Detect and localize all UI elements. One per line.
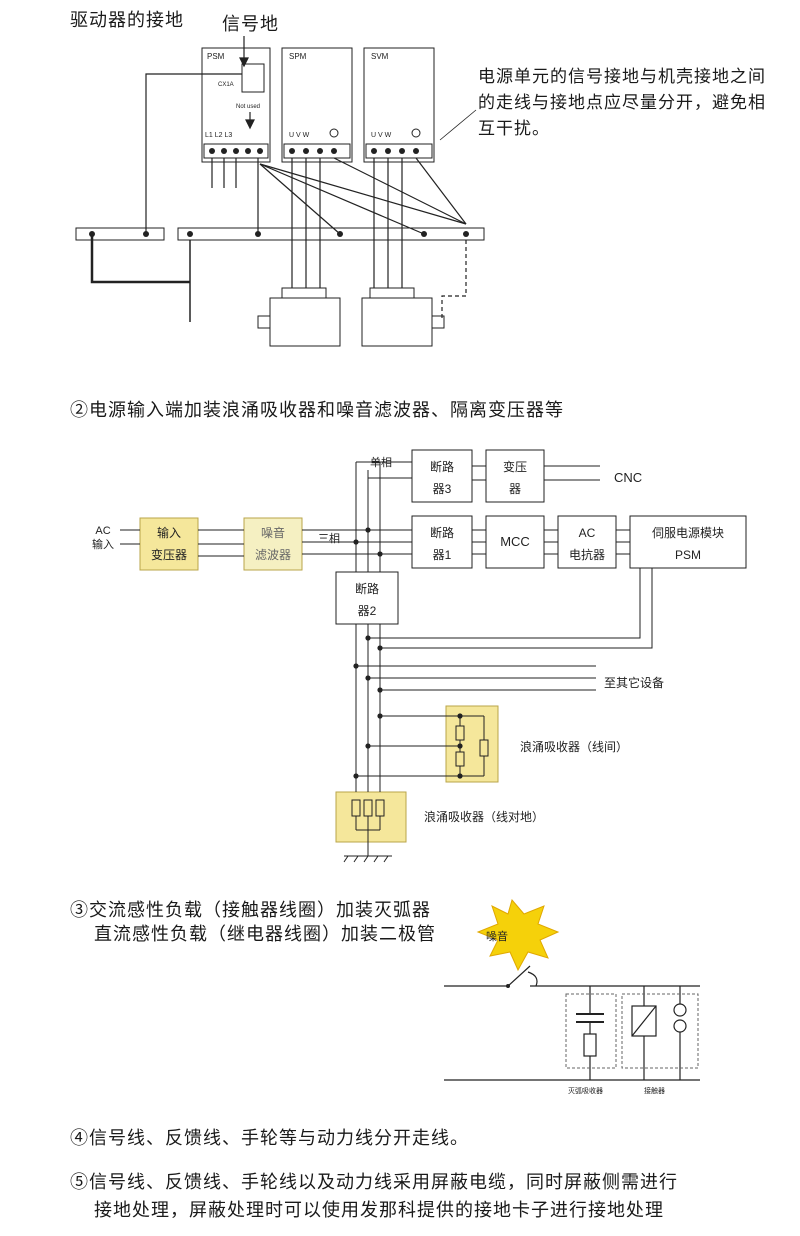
noise-filter-label: 噪音滤波器 (254, 526, 291, 562)
breaker3-label: 断路器3 (429, 460, 454, 496)
fig1-note: 电源单元的信号接地与机壳接地之间的走线与接地点应尽量分开，避免相互干扰。 (478, 67, 766, 139)
fig2-heading: ②电源输入端加装浪涌吸收器和噪音滤波器、隔离变压器等 (70, 400, 564, 421)
single-phase-label: 单相 (370, 457, 392, 469)
noise-star-icon (476, 898, 560, 972)
item5-line1: ⑤信号线、反馈线、手轮线以及动力线采用屏蔽电缆，同时屏蔽侧需进行 (70, 1172, 678, 1193)
fig3-heading-1: ③交流感性负载（接触器线圈）加装灭弧器 (70, 900, 431, 921)
input-transformer-label: 输入变压器 (150, 526, 187, 562)
surge-ground-label: 浪涌吸收器（线对地） (424, 810, 545, 824)
transformer-label: 变压器 (502, 460, 527, 496)
noise-label: 噪音 (486, 931, 508, 943)
surge-line-label: 浪涌吸收器（线间） (520, 740, 629, 754)
svm-module-box (363, 47, 435, 163)
cx1a-label: CX1A (218, 82, 234, 88)
cnc-label: CNC (614, 470, 643, 485)
item5-line2: 接地处理，屏蔽处理时可以使用发那科提供的接地卡子进行接地处理 (94, 1200, 664, 1221)
psm-label: PSM (207, 52, 225, 61)
spm-module-box (281, 47, 353, 163)
signal-ground-label: 信号地 (222, 14, 279, 35)
fig1-title: 驱动器的接地 (70, 10, 184, 31)
item4-text: ④信号线、反馈线、手轮等与动力线分开走线。 (70, 1128, 469, 1149)
l123-label: L1 L2 L3 (205, 132, 233, 139)
not-used-label: Not used (236, 104, 261, 110)
uvw-svm-label: U V W (371, 132, 392, 139)
other-equipment-label: 至其它设备 (604, 676, 665, 690)
three-phase-label: 三相 (318, 533, 340, 545)
breaker2-label: 断路器2 (354, 582, 379, 618)
arc-suppressor-label: 灭弧吸收器 (568, 1088, 603, 1095)
spm-label: SPM (289, 52, 307, 61)
breaker1-label: 断路器1 (429, 526, 454, 562)
mcc-label: MCC (500, 534, 530, 549)
svm-label: SVM (371, 52, 389, 61)
uvw-spm-label: U V W (289, 132, 310, 139)
contactor-label: 接触器 (644, 1088, 665, 1095)
fig3-heading-2: 直流感性负载（继电器线圈）加装二极管 (94, 924, 436, 945)
